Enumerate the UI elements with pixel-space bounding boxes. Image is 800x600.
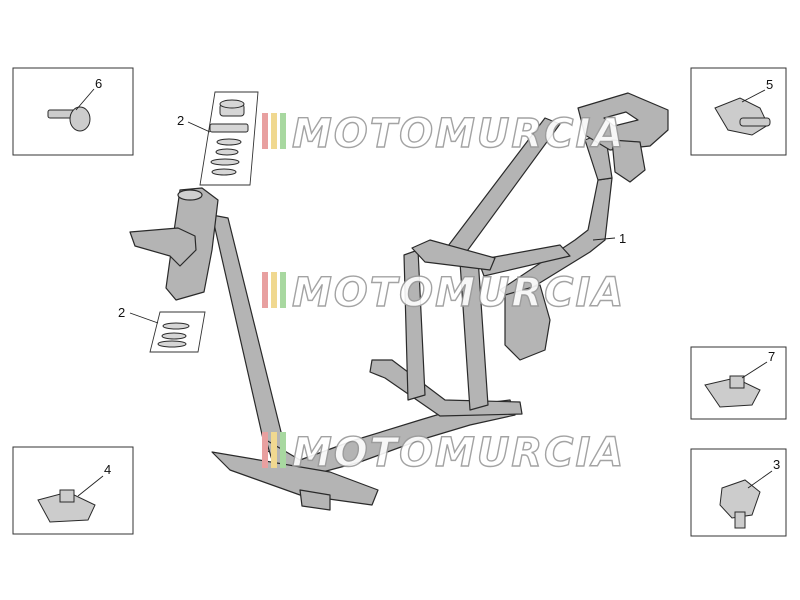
main-frame: [211, 92, 669, 511]
footrest-tab: [299, 489, 331, 511]
leader-7: [741, 361, 768, 379]
callouts: 1 2 2 3 4 5 6 7: [95, 76, 780, 477]
upper-bearing-set: [199, 91, 259, 186]
callout-7: 7: [768, 349, 775, 364]
head-tube-bracket: [129, 227, 197, 267]
wm-stripe-2: [271, 432, 277, 468]
clip-part-3: [719, 479, 761, 529]
detail-box-4: [12, 446, 134, 535]
wm-stripe-3: [280, 432, 286, 468]
detail-box-6: [12, 67, 134, 156]
leader-4: [77, 475, 104, 497]
floor-brace: [369, 359, 523, 417]
watermark-middle: MOTOMURCIA: [262, 269, 625, 317]
callout-5: 5: [766, 77, 773, 92]
leader-5: [741, 89, 766, 103]
footrest-base: [211, 451, 379, 506]
leader-6: [75, 88, 95, 111]
clip-nut-part-4: [37, 489, 96, 523]
watermark-bottom: MOTOMURCIA: [262, 429, 625, 477]
leader-3: [747, 470, 773, 489]
callout-6: 6: [95, 76, 102, 91]
bearing-set-panel: [199, 91, 259, 186]
detail-box-5: [690, 67, 787, 156]
wm-stripe-1: [262, 113, 268, 149]
callout-1: 1: [619, 231, 626, 246]
watermark-text: MOTOMURCIA: [292, 430, 625, 476]
callout-4: 4: [104, 462, 111, 477]
front-down-tube: [211, 214, 286, 453]
rear-bracket: [504, 284, 551, 361]
callout-3: 3: [773, 457, 780, 472]
wm-stripe-1: [262, 432, 268, 468]
wm-stripe-3: [280, 272, 286, 308]
callout-2-lower: 2: [118, 305, 125, 320]
callout-2-upper: 2: [177, 113, 184, 128]
clip-nut-part-7: [704, 375, 761, 408]
wm-stripe-3: [280, 113, 286, 149]
mid-rail: [477, 244, 571, 277]
head-tube: [129, 187, 219, 301]
leader-2a: [187, 121, 211, 133]
wm-stripe-2: [271, 113, 277, 149]
leader-lines: [75, 88, 773, 497]
watermark-top: MOTOMURCIA: [262, 110, 625, 158]
watermark-text: MOTOMURCIA: [292, 111, 625, 157]
wm-stripe-2: [271, 272, 277, 308]
detail-box-7: [690, 346, 787, 420]
center-left-tube: [403, 249, 426, 401]
leader-1: [592, 237, 616, 241]
rear-hanger: [611, 139, 646, 183]
bolt-part: [47, 106, 91, 132]
leader-2b: [129, 312, 159, 324]
wm-stripe-1: [262, 272, 268, 308]
bearing-set-panel: [149, 311, 206, 353]
detail-box-3: [690, 448, 787, 537]
clip-nut-part-5: [714, 97, 771, 136]
watermark-text: MOTOMURCIA: [292, 270, 625, 316]
top-rear-plate-slot: [603, 111, 639, 127]
lower-bearing-set: [149, 311, 206, 353]
cross-bracket: [411, 239, 496, 271]
